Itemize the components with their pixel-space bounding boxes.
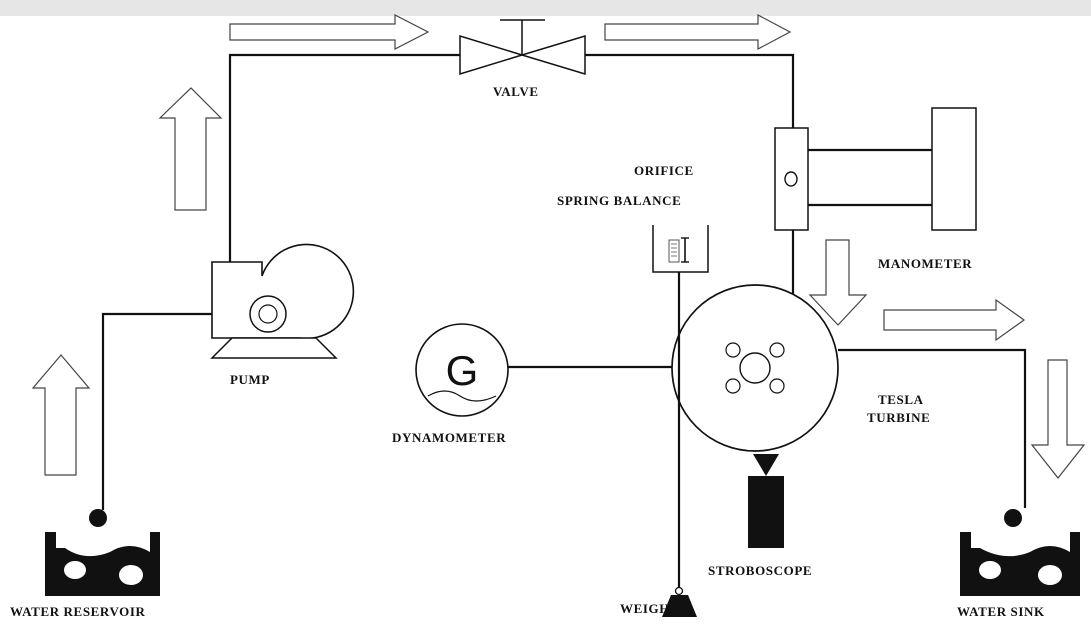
label-spring-balance: SPRING BALANCE [557, 193, 681, 208]
label-water-reservoir: WATER RESERVOIR [10, 604, 146, 619]
flow-arrow-down-sink [1030, 359, 1086, 479]
label-orifice: ORIFICE [634, 163, 694, 178]
pipe-valve-to-orifice [585, 53, 795, 128]
label-weight: WEIGHT [620, 601, 679, 616]
pipe-turbine-to-sink [838, 348, 1027, 508]
dynamometer-symbol [415, 323, 509, 417]
label-turbine: TURBINE [867, 410, 930, 425]
flow-arrow-top-right [604, 14, 792, 50]
pipe-pump-to-valve [228, 53, 460, 262]
flow-arrow-down-manometer [808, 239, 868, 326]
stroboscope-symbol [748, 454, 784, 548]
pump-symbol [210, 243, 355, 359]
label-water-sink: WATER SINK [957, 604, 1045, 619]
weight-symbol [662, 586, 697, 617]
valve-symbol [459, 19, 586, 76]
water-sink-symbol [960, 509, 1080, 596]
flow-arrow-left-up [158, 87, 223, 211]
tesla-turbine-symbol [671, 284, 839, 452]
manometer-symbol [808, 107, 977, 231]
water-reservoir-symbol [45, 509, 160, 596]
label-valve: VALVE [493, 84, 539, 99]
label-dynamometer: DYNAMOMETER [392, 430, 506, 445]
label-pump: PUMP [230, 372, 270, 387]
label-manometer: MANOMETER [878, 256, 972, 271]
flow-arrow-right-turbine [883, 298, 1026, 342]
top-band [0, 0, 1091, 16]
dynamometer-g-letter: G [446, 347, 479, 394]
spring-balance-symbol [652, 225, 709, 273]
flow-arrow-top-left [229, 14, 430, 50]
label-tesla: TESLA [878, 392, 924, 407]
orifice-symbol [774, 127, 809, 231]
label-stroboscope: STROBOSCOPE [708, 563, 812, 578]
flow-arrow-reservoir-up [31, 354, 91, 476]
